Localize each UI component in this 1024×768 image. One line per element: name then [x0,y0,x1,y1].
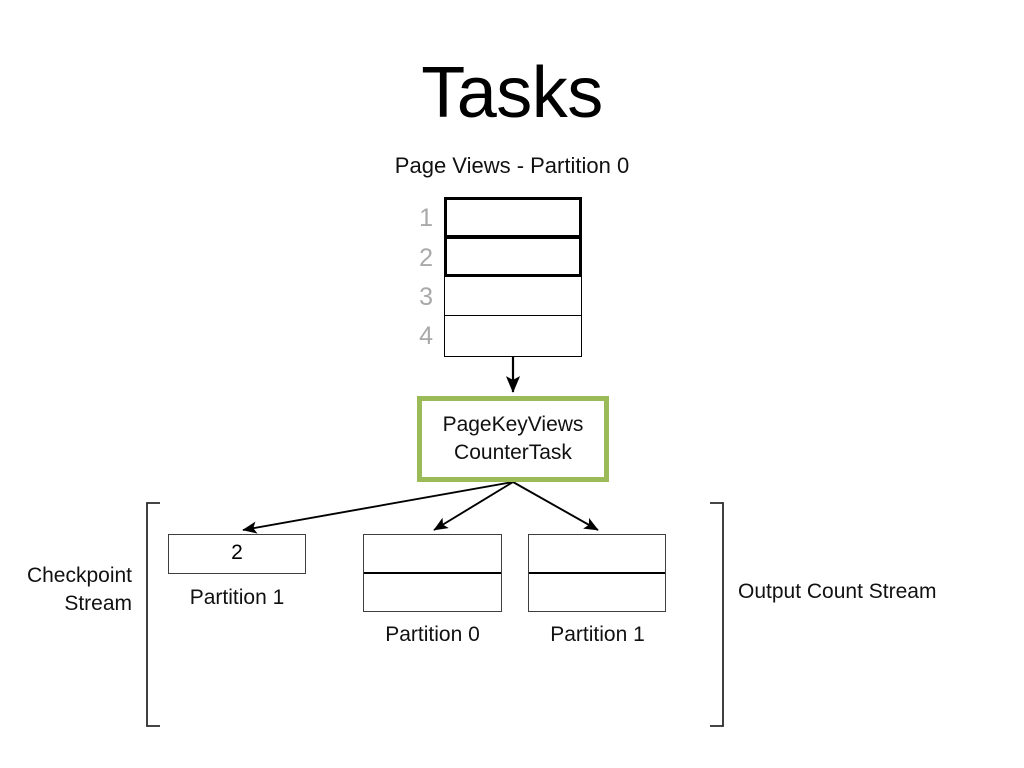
output-stream-bracket [710,502,724,727]
arrow-task-to-output-1 [512,481,599,531]
checkpoint-partition-label: Partition 1 [189,586,285,609]
arrow-task-to-output-0 [433,481,514,531]
page-title: Tasks [421,53,603,133]
output-partition-0-box [363,534,502,612]
queue-row-number: 2 [419,244,433,272]
queue-row [444,236,582,277]
input-stream-title: Page Views - Partition 0 [394,153,630,178]
checkpoint-stream-label-line-2: Stream [64,592,132,616]
checkpoint-stream-label-line-1: Checkpoint [26,564,132,587]
queue-row-number: 4 [419,322,433,350]
output-partition-1-label: Partition 1 [550,623,645,646]
row-divider [529,572,665,574]
queue-row-number: 1 [419,204,433,232]
output-partition-0-label: Partition 0 [385,623,480,646]
row-divider [364,572,501,574]
queue-row [444,197,582,238]
output-partition-1-box [528,534,666,612]
checkpoint-offset-value: 2 [231,541,243,564]
output-count-stream-label: Output Count Stream [738,580,937,603]
checkpoint-partition-1-box: 2 [168,534,306,574]
checkpoint-stream-bracket [146,502,160,727]
input-queue [444,197,582,357]
arrow-task-to-checkpoint [242,481,514,534]
task-name-line-1: PageKeyViews [442,413,584,437]
queue-row [444,315,582,357]
task-name-line-2: CounterTask [454,441,572,464]
task-box-pagekeyviews-countertask[interactable]: PageKeyViews CounterTask [417,396,609,482]
checkpoint-stream-label: Checkpoint Stream [0,562,132,619]
queue-row-number: 3 [419,283,433,311]
queue-row [444,276,582,316]
